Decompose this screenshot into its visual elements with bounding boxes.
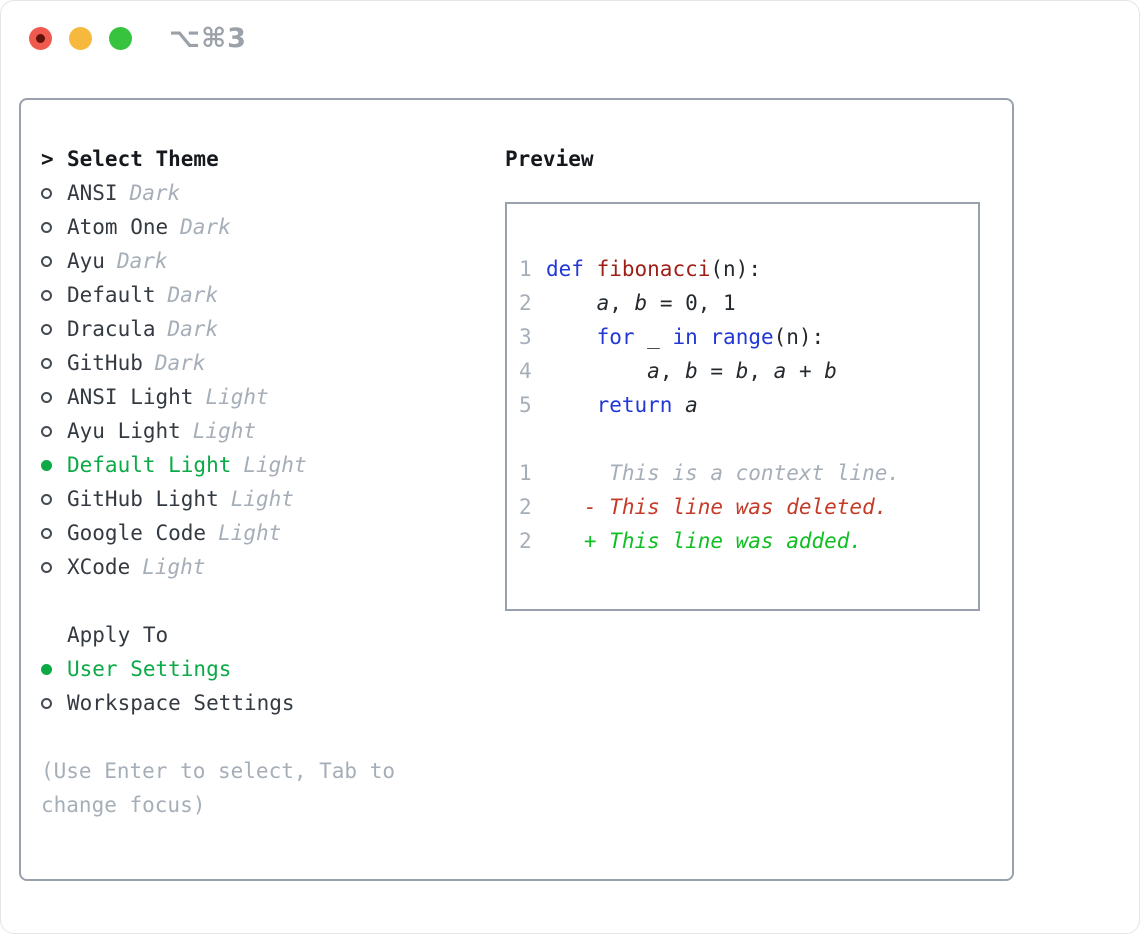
radio-selected-icon <box>41 663 52 675</box>
option-label: GitHub <box>67 351 143 375</box>
line-number: 2 <box>519 529 532 553</box>
help-text: (Use Enter to select, Tab to change focu… <box>41 759 396 817</box>
theme-option-ayu-light-light[interactable]: Ayu Light Light <box>41 414 505 448</box>
apply-option-user-settings[interactable]: User Settings <box>41 652 505 686</box>
theme-option-github-dark[interactable]: GitHub Dark <box>41 346 505 380</box>
variant-tag: Dark <box>116 249 168 273</box>
theme-option-github-light-light[interactable]: GitHub Light Light <box>41 482 505 516</box>
variant-tag: Light <box>205 385 269 409</box>
code-text: def fibonacci(n): <box>546 257 761 281</box>
code-line: 2 + This line was added. <box>519 524 978 558</box>
select-theme-title: Select Theme <box>67 147 219 171</box>
option-label: GitHub Light <box>67 487 219 511</box>
theme-option-ansi-light-light[interactable]: ANSI Light Light <box>41 380 505 414</box>
option-label: User Settings <box>67 657 232 681</box>
radio-unselected-icon <box>41 527 52 539</box>
code-text: This is a context line. <box>546 461 901 485</box>
line-number: 3 <box>519 325 532 349</box>
radio-unselected-icon <box>41 391 52 403</box>
variant-tag: Light <box>142 555 206 579</box>
code-line: 3 for _ in range(n): <box>519 320 978 354</box>
radio-unselected-icon <box>41 187 52 199</box>
select-theme-header: > Select Theme <box>41 142 505 176</box>
code-line: 2 - This line was deleted. <box>519 490 978 524</box>
radio-unselected-icon <box>41 357 52 369</box>
apply-option-workspace-settings[interactable]: Workspace Settings <box>41 686 505 720</box>
option-label: Ayu <box>67 249 105 273</box>
code-text: a, b = b, a + b <box>647 359 837 383</box>
preview-title: Preview <box>505 147 594 171</box>
theme-option-default-dark[interactable]: Default Dark <box>41 278 505 312</box>
option-label: Google Code <box>67 521 207 545</box>
option-label: XCode <box>67 555 131 579</box>
variant-tag: Light <box>230 487 294 511</box>
prompt-icon: > <box>41 147 54 171</box>
option-label: Default Light <box>67 453 232 477</box>
code-line <box>519 422 978 456</box>
variant-tag: Dark <box>129 181 181 205</box>
zoom-button[interactable] <box>109 27 132 50</box>
variant-tag: Dark <box>154 351 206 375</box>
theme-option-xcode-light[interactable]: XCode Light <box>41 550 505 584</box>
option-label: Dracula <box>67 317 156 341</box>
titlebar: ⌥⌘3 <box>1 1 1139 76</box>
code-line: 2 a, b = 0, 1 <box>519 286 978 320</box>
close-button[interactable] <box>29 27 52 50</box>
theme-option-google-code-light[interactable]: Google Code Light <box>41 516 505 550</box>
code-text: for _ in range(n): <box>596 325 825 349</box>
line-number: 4 <box>519 359 532 383</box>
code-text: + This line was added. <box>546 529 863 553</box>
radio-unselected-icon <box>41 561 52 573</box>
option-label: Ayu Light <box>67 419 181 443</box>
variant-tag: Light <box>192 419 257 443</box>
code-line: 5 return a <box>519 388 978 422</box>
line-number: 5 <box>519 393 532 417</box>
radio-unselected-icon <box>41 425 52 437</box>
theme-option-ansi-dark[interactable]: ANSI Dark <box>41 176 505 210</box>
radio-unselected-icon <box>41 289 52 301</box>
radio-unselected-icon <box>41 493 52 505</box>
option-label: ANSI Light <box>67 385 194 409</box>
code-line: 4 a, b = b, a + b <box>519 354 978 388</box>
radio-unselected-icon <box>41 697 52 709</box>
theme-option-ayu-dark[interactable]: Ayu Dark <box>41 244 505 278</box>
radio-unselected-icon <box>41 323 52 335</box>
option-label: Default <box>67 283 156 307</box>
line-number: 2 <box>519 291 532 315</box>
radio-unselected-icon <box>41 255 52 267</box>
variant-tag: Dark <box>180 215 231 239</box>
code-text: a, b = 0, 1 <box>596 291 736 315</box>
variant-tag: Dark <box>167 283 219 307</box>
line-number: 1 <box>519 461 532 485</box>
line-number: 1 <box>519 257 532 281</box>
radio-selected-icon <box>41 459 52 471</box>
variant-tag: Light <box>218 521 282 545</box>
code-text: - This line was deleted. <box>546 495 888 519</box>
radio-unselected-icon <box>41 221 52 233</box>
variant-tag: Light <box>243 453 307 477</box>
theme-option-default-light-light[interactable]: Default Light Light <box>41 448 505 482</box>
option-label: Atom One <box>67 215 169 239</box>
code-text: return a <box>596 393 698 417</box>
apply-to-header: Apply To <box>41 618 505 652</box>
code-line: 1 def fibonacci(n): <box>519 252 978 286</box>
option-label: Workspace Settings <box>67 691 295 715</box>
apply-to-title: Apply To <box>67 623 169 647</box>
theme-option-dracula-dark[interactable]: Dracula Dark <box>41 312 505 346</box>
code-line: 1 This is a context line. <box>519 456 978 490</box>
variant-tag: Dark <box>167 317 219 341</box>
window-shortcut-label: ⌥⌘3 <box>169 23 247 54</box>
line-number: 2 <box>519 495 532 519</box>
theme-option-atom-one-dark[interactable]: Atom One Dark <box>41 210 505 244</box>
option-label: ANSI <box>67 181 118 205</box>
minimize-button[interactable] <box>69 27 92 50</box>
